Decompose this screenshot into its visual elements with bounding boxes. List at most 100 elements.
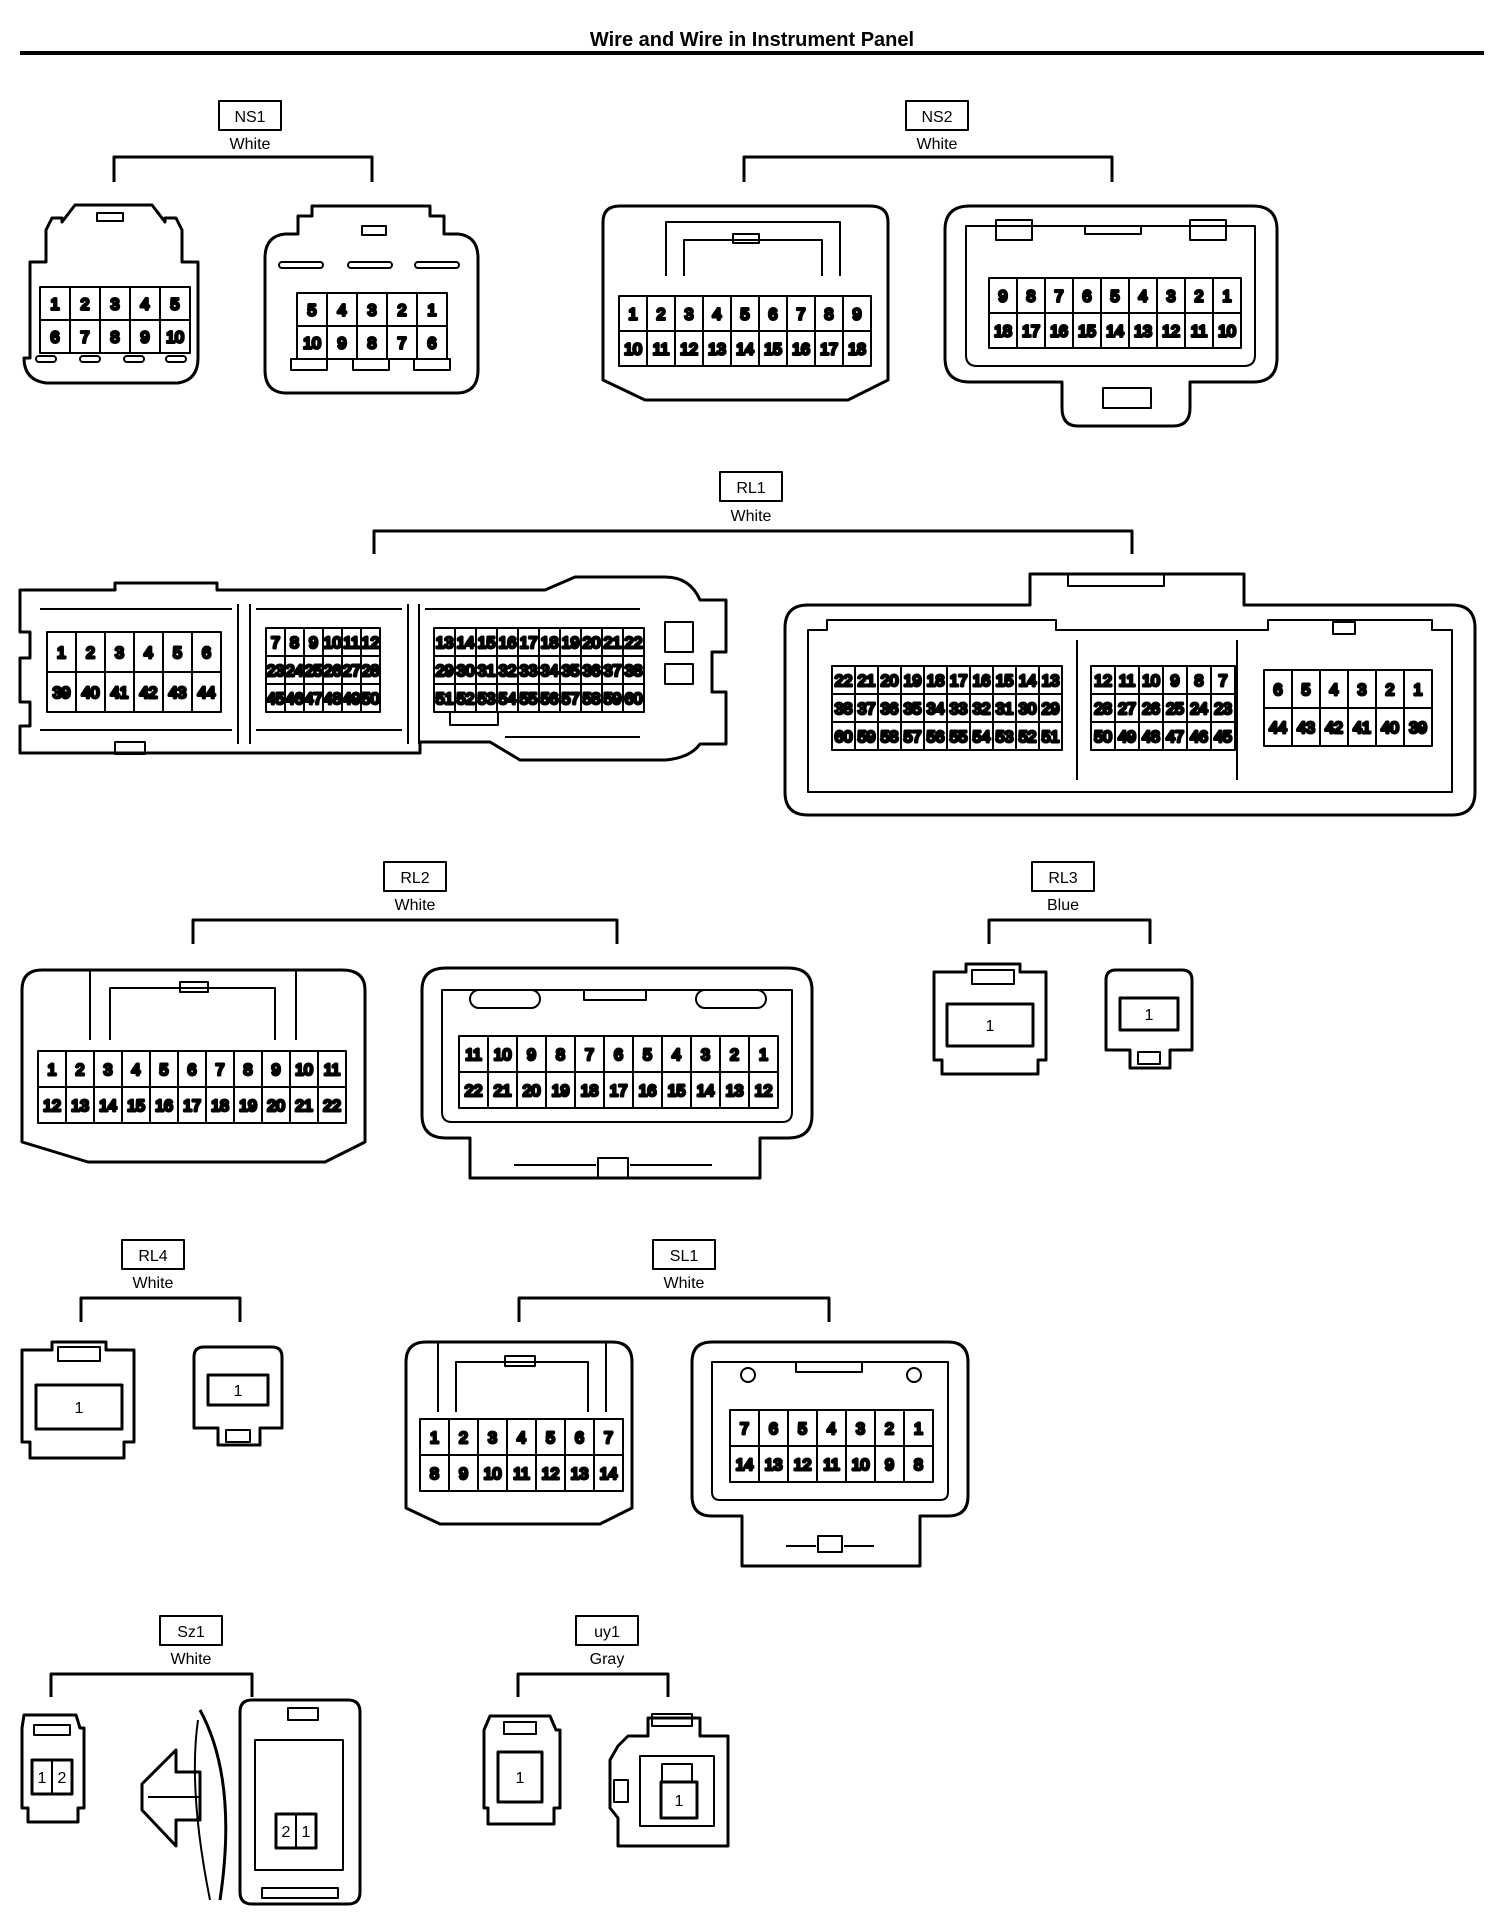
- pin-label: 22: [835, 673, 853, 690]
- connector-sz1: [20, 1615, 362, 1906]
- pin-label: 49: [1118, 729, 1136, 746]
- pin-cell: [1038, 721, 1063, 751]
- pin-label: 5: [1111, 289, 1120, 306]
- pin-label: 18: [848, 342, 866, 359]
- bracket: [79, 1296, 242, 1322]
- lock-latch: [1102, 387, 1152, 409]
- pin-label: 6: [188, 1062, 197, 1079]
- clip-spring: [198, 1709, 228, 1901]
- pin-label: 13: [436, 635, 454, 652]
- pin-cell: [191, 671, 222, 713]
- pin-label: 7: [1219, 673, 1228, 690]
- connector-code: RL3: [1048, 870, 1077, 887]
- pin-label: 40: [82, 685, 100, 702]
- pin-label: 10: [1142, 673, 1160, 690]
- pin-label: 30: [1019, 701, 1037, 718]
- pin-cell: [1210, 721, 1236, 751]
- pin-label: 55: [950, 729, 968, 746]
- pin-label: 57: [904, 729, 922, 746]
- connector-code: NS2: [921, 109, 952, 126]
- connector-right-housing: [192, 1345, 284, 1447]
- pin-label: 46: [1190, 729, 1208, 746]
- pin-label: 14: [736, 1457, 754, 1474]
- pin-cell: [1403, 707, 1433, 747]
- pin-label: 36: [583, 663, 601, 680]
- pin-label: 2: [58, 1770, 67, 1787]
- connector-color: White: [395, 897, 436, 914]
- pin-label: 32: [499, 663, 517, 680]
- pin-label: 15: [1078, 324, 1096, 341]
- pin-label: 16: [1050, 324, 1068, 341]
- pin-label: 41: [111, 685, 129, 702]
- pin-label: 19: [239, 1098, 257, 1115]
- pin-label: 28: [1094, 701, 1112, 718]
- pin-label: 3: [685, 307, 694, 324]
- pin-label: 20: [267, 1098, 285, 1115]
- pin-label: 11: [343, 635, 360, 652]
- pin-label: 16: [639, 1083, 657, 1100]
- pin-label: 1: [759, 1047, 768, 1064]
- code-box: [1031, 861, 1095, 892]
- pin-label: 6: [1274, 682, 1283, 699]
- pin-label: 6: [614, 1047, 623, 1064]
- keyway: [1332, 621, 1356, 635]
- pin-label: 12: [43, 1098, 61, 1115]
- pin-label: 4: [1139, 289, 1148, 306]
- lock-latch: [57, 1346, 101, 1362]
- lock-latch: [361, 225, 387, 236]
- pin-label: 18: [927, 673, 945, 690]
- pin-label: 9: [885, 1457, 894, 1474]
- pin-label: 1: [516, 1770, 525, 1787]
- pin-cavity: [496, 1750, 544, 1804]
- pin-label: 42: [1325, 720, 1343, 737]
- inner-frame: [807, 619, 1453, 793]
- pin-label: 4: [827, 1421, 836, 1438]
- pin-label: 6: [428, 336, 437, 353]
- pin-label: 2: [657, 307, 666, 324]
- pin-label: 10: [624, 342, 642, 359]
- pin-label: 59: [604, 691, 622, 708]
- pin-label: 7: [398, 336, 407, 353]
- pin-shroud: [661, 1763, 693, 1783]
- pin-label: 7: [797, 307, 806, 324]
- pin-label: 4: [1330, 682, 1339, 699]
- pin-label: 16: [973, 673, 991, 690]
- pin-label: 3: [1358, 682, 1367, 699]
- pin-label: 34: [927, 701, 945, 718]
- pin-label: 13: [726, 1083, 744, 1100]
- pin-label: 1: [38, 1770, 47, 1787]
- pin-label: 41: [1353, 720, 1371, 737]
- pin-label: 31: [996, 701, 1014, 718]
- pin-label: 37: [604, 663, 622, 680]
- code-box: [652, 1239, 716, 1270]
- pin-cavity: [34, 1383, 124, 1431]
- pin-label: 1: [51, 297, 60, 314]
- pin-label: 48: [1142, 729, 1160, 746]
- pin-label: 27: [1118, 701, 1136, 718]
- keyway: [261, 1887, 339, 1899]
- pin-label: 13: [708, 342, 726, 359]
- connector-right-housing: [608, 1716, 730, 1848]
- pin-label: 7: [740, 1421, 749, 1438]
- pin-label: 56: [541, 691, 559, 708]
- pin-label: 13: [71, 1098, 89, 1115]
- pin-label: 4: [141, 297, 150, 314]
- bracket: [49, 1672, 254, 1697]
- pin-label: 43: [169, 685, 187, 702]
- pin-label: 14: [1106, 324, 1124, 341]
- bracket: [112, 155, 374, 182]
- lock-frame: [89, 969, 297, 1040]
- pin-label: 11: [823, 1457, 840, 1474]
- pin-label: 2: [86, 645, 95, 662]
- connector-code: uy1: [594, 1624, 620, 1641]
- lock-latch: [795, 1361, 863, 1373]
- connector-right-housing: [690, 1340, 970, 1568]
- pin-label: 44: [1269, 720, 1287, 737]
- pin-label: 4: [517, 1430, 526, 1447]
- pin-label: 1: [675, 1793, 684, 1810]
- connector-left-housing: [932, 962, 1048, 1076]
- connector-color: White: [133, 1275, 174, 1292]
